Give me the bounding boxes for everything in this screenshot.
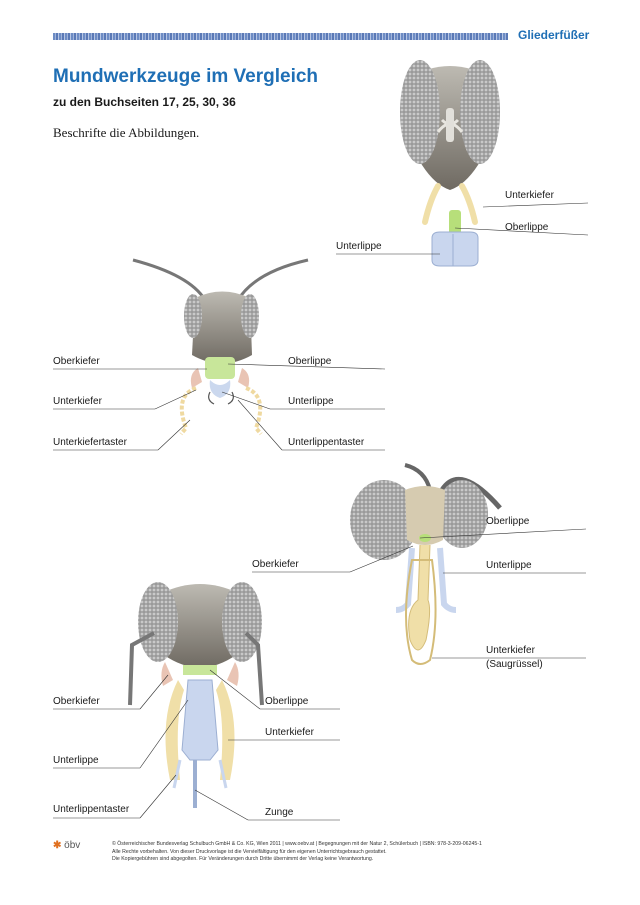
label-bee-bottom-oberkiefer: Oberkiefer [53, 696, 100, 707]
label-grasshopper-unterlippe: Unterlippe [288, 396, 334, 407]
page-subtitle: zu den Buchseiten 17, 25, 30, 36 [53, 95, 236, 109]
footer-line-2: Alle Rechte vorbehalten. Von dieser Druc… [112, 848, 387, 855]
grasshopper-head-figure [53, 258, 386, 451]
label-grasshopper-oberkiefer: Oberkiefer [53, 356, 100, 367]
label-butterfly-oberlippe: Oberlippe [486, 516, 530, 527]
footer-line-3: Die Kopiergebühren sind abgegolten. Für … [112, 856, 374, 862]
butterfly-head-figure [252, 463, 587, 665]
publisher-logo: ✱ öbv [53, 840, 80, 851]
label-butterfly-saugruessel: (Saugrüssel) [486, 659, 543, 670]
page-title: Mundwerkzeuge im Vergleich [53, 66, 319, 87]
star-icon: ✱ [53, 840, 62, 851]
bee-head-top-figure [336, 60, 589, 267]
label-grasshopper-oberlippe: Oberlippe [288, 356, 332, 367]
footer-copyright: © Österreichischer Bundesverlag Schulbuc… [112, 841, 482, 864]
label-grasshopper-unterkiefer: Unterkiefer [53, 396, 102, 407]
label-bee-bottom-unterkiefer: Unterkiefer [265, 727, 314, 738]
label-butterfly-oberkiefer: Oberkiefer [252, 559, 299, 570]
label-butterfly-unterkiefer: Unterkiefer [486, 645, 535, 656]
label-bee-top-oberlippe: Oberlippe [505, 222, 549, 233]
label-bee-top-unterkiefer: Unterkiefer [505, 190, 554, 201]
label-grasshopper-unterkiefertaster: Unterkiefertaster [53, 437, 127, 448]
logo-text: öbv [64, 840, 81, 851]
label-bee-bottom-zunge: Zunge [265, 807, 294, 818]
label-bee-bottom-oberlippe: Oberlippe [265, 696, 309, 707]
footer-line-1: © Österreichischer Bundesverlag Schulbuc… [112, 841, 482, 847]
bee-head-bottom-figure [53, 582, 340, 821]
label-butterfly-unterlippe: Unterlippe [486, 560, 532, 571]
header-decoration-bar [53, 33, 508, 40]
label-bee-bottom-unterlippe: Unterlippe [53, 755, 99, 766]
label-bee-bottom-unterlippentaster: Unterlippentaster [53, 804, 130, 815]
label-bee-top-unterlippe: Unterlippe [336, 241, 382, 252]
section-title: Gliederfüßer [518, 28, 590, 42]
instruction-text: Beschrifte die Abbildungen. [53, 125, 200, 140]
label-grasshopper-unterlippentaster: Unterlippentaster [288, 437, 365, 448]
